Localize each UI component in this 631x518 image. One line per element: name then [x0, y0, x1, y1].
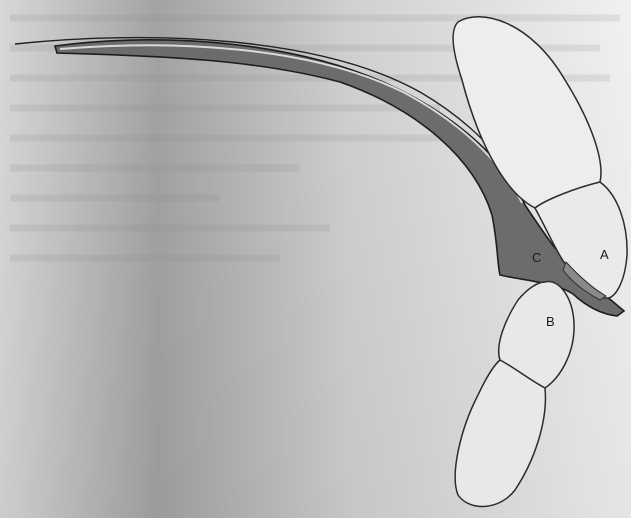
label-a: A: [600, 247, 609, 262]
label-c: C: [532, 250, 541, 265]
label-b: B: [546, 314, 555, 329]
